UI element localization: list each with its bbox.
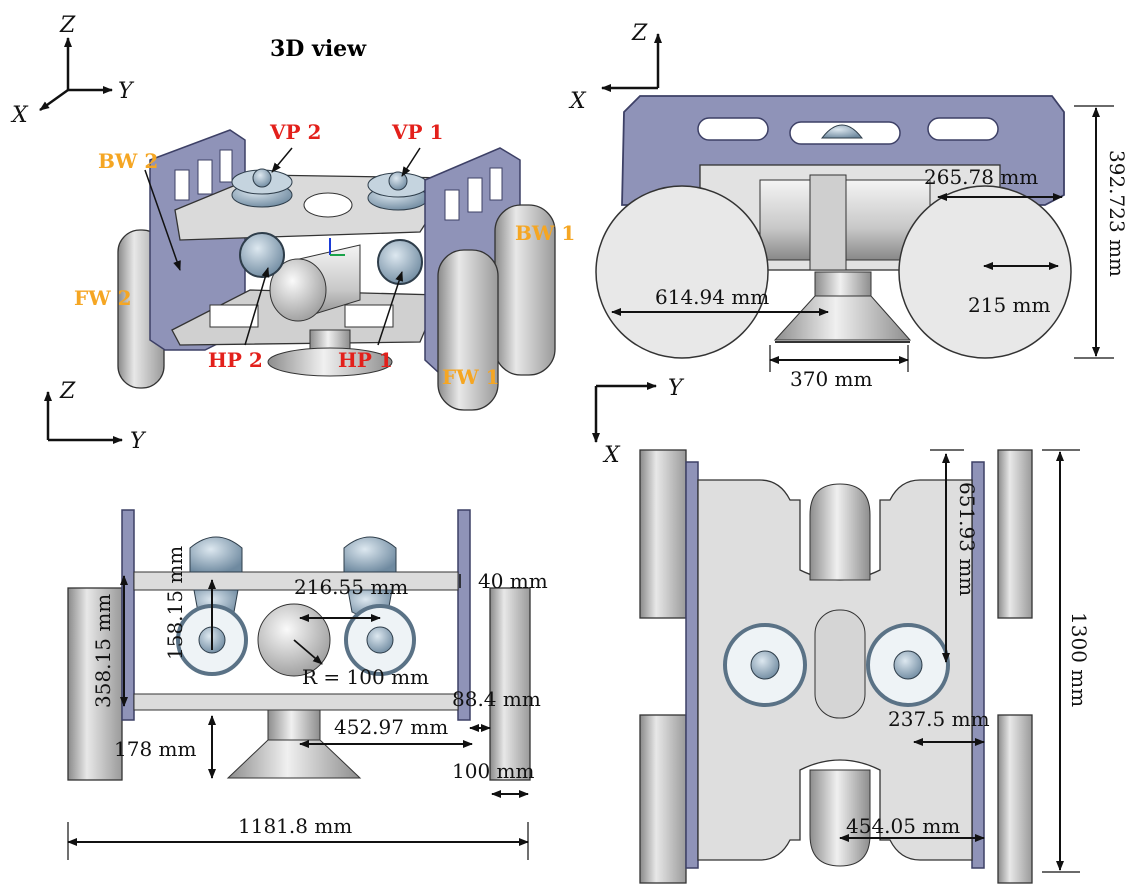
top-wheel-fr: [997, 449, 1033, 619]
dim-inner-w: 454.05 mm: [846, 814, 960, 838]
dim-half-width: 452.97 mm: [334, 715, 448, 739]
top-wheel-rr: [997, 714, 1033, 884]
dim-total-width: 1181.8 mm: [238, 814, 352, 838]
view-front: Z X 265.78 mm 392.723 mm 215 mm 614.9: [568, 21, 1129, 391]
side-wheel-left: [67, 587, 123, 781]
dim-wheel-diameter: 614.94 mm: [655, 285, 769, 309]
axis-triad-3d: Z Y X: [10, 13, 135, 128]
suction-cup-3d: [267, 329, 393, 377]
thruster-vp1: [367, 171, 429, 211]
label-hp1: HP 1: [338, 348, 393, 372]
label-vp1: VP 1: [391, 120, 443, 144]
dim-spacing: 216.55 mm: [294, 575, 408, 599]
view-side: Z Y: [44, 379, 548, 860]
top-wheel-rl: [639, 714, 687, 884]
dim-length: 1300 mm: [1067, 612, 1091, 707]
front-axis-x-label: X: [568, 89, 587, 114]
dim-wheel-gap: 88.4 mm: [452, 687, 541, 711]
dim-thruster-h: 158.15 mm: [163, 546, 187, 660]
label-hp2: HP 2: [208, 348, 263, 372]
label-bw2: BW 2: [98, 149, 158, 173]
view-top: Y X 651.93 mm: [592, 376, 1091, 884]
thruster-vp2: [231, 168, 293, 208]
front-wheel-left: [595, 185, 769, 359]
dim-radius: R = 100 mm: [302, 665, 429, 689]
top-thruster-hp2: [723, 623, 807, 707]
dim-clearance: 178 mm: [114, 737, 196, 761]
label-bw1: BW 1: [515, 221, 575, 245]
dim-hub: 215 mm: [968, 293, 1050, 317]
axis-z-label: Z: [59, 13, 76, 38]
front-suction-cup: [773, 271, 912, 343]
front-wheel-right: [898, 185, 1072, 359]
dim-suction: 370 mm: [790, 367, 872, 391]
view-3d: 3D view Z Y X: [10, 13, 575, 411]
label-vp2: VP 2: [269, 120, 321, 144]
view-title: 3D view: [270, 36, 367, 62]
dim-thr-offset: 237.5 mm: [888, 707, 990, 731]
top-plate-left: [685, 461, 699, 869]
side-suction-cup: [226, 709, 362, 779]
top-wheel-fl: [639, 449, 687, 619]
dim-height: 392.723 mm: [1105, 150, 1129, 277]
thruster-hp1: [377, 239, 423, 285]
top-thruster-hp1: [866, 623, 950, 707]
side-wheel-right: [489, 587, 531, 781]
thruster-hp2: [239, 232, 285, 278]
dim-wheel-w: 100 mm: [452, 759, 534, 783]
axis-x-label: X: [10, 103, 29, 128]
wheel-fw1: [437, 249, 499, 411]
label-fw2: FW 2: [74, 286, 132, 310]
front-axis-z-label: Z: [631, 21, 648, 46]
axis-triad-top: Y X: [592, 376, 685, 468]
label-fw1: FW 1: [442, 365, 500, 389]
top-axis-x-label: X: [602, 443, 621, 468]
central-cylinder: [269, 244, 361, 322]
dim-frame-h: 358.15 mm: [91, 594, 115, 708]
dim-half-length: 651.93 mm: [955, 482, 979, 596]
axis-y-label: Y: [118, 79, 135, 104]
side-thruster-hp1: [344, 604, 416, 676]
side-plate-right: [457, 509, 471, 721]
dim-plate: 40 mm: [478, 569, 548, 593]
side-axis-z-label: Z: [59, 379, 76, 404]
axis-triad-side: Z Y: [44, 379, 147, 454]
axis-triad-front: Z X: [568, 21, 662, 114]
side-axis-y-label: Y: [130, 429, 147, 454]
top-central-cylinder: [809, 483, 871, 867]
side-bottom-deck: [133, 693, 459, 711]
dim-wheel-offset: 265.78 mm: [924, 165, 1038, 189]
top-axis-y-label: Y: [668, 376, 685, 401]
